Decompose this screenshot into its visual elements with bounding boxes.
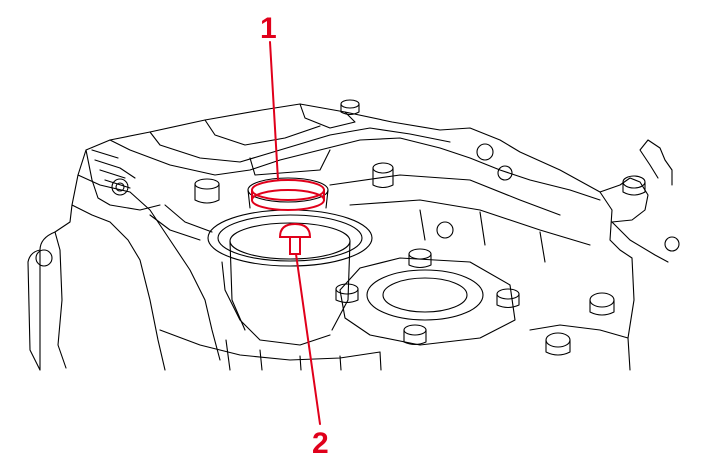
bolt-flange-1 [335, 283, 359, 304]
hole-top-4 [497, 165, 513, 181]
housing-left-rib-2 [77, 174, 221, 361]
bolt-flange-3 [496, 288, 520, 309]
plug-icon [278, 222, 312, 255]
housing-left-lip [27, 249, 41, 371]
bolt-flange-2 [408, 248, 432, 269]
sensor-clip [639, 139, 673, 186]
callout-label-1: 1 [260, 12, 277, 45]
bore-lower [221, 261, 331, 346]
bolt-right-1 [589, 292, 615, 316]
leader-line-2 [295, 253, 321, 425]
sensor-bolt [622, 175, 646, 196]
sensor-arm [611, 221, 669, 263]
transmission-case-line-art [27, 99, 680, 371]
hole-top-5 [436, 221, 454, 239]
upper-deck [109, 137, 601, 201]
housing-left-boss [54, 231, 67, 369]
callout-label-2: 2 [312, 427, 329, 460]
lower-fins [225, 339, 382, 371]
housing-left-rib [71, 204, 166, 371]
stud-left-top [194, 178, 220, 190]
leader-line-1 [269, 41, 279, 181]
hole-top-3 [476, 143, 494, 161]
flange-bore-outer [366, 269, 484, 321]
deck-ribs [329, 174, 591, 263]
lower-edge [159, 324, 629, 361]
upper-boss-wall [247, 189, 329, 209]
upper-deck-edge [149, 127, 451, 163]
bolt-top-1 [340, 99, 360, 116]
bracket-ribs [91, 149, 136, 189]
right-bracket [599, 177, 649, 223]
deck-ridge [204, 119, 321, 146]
stud-left-body [194, 183, 220, 204]
callouts [251, 41, 325, 425]
hole-left-inner [115, 182, 125, 192]
flange-plate [339, 257, 516, 346]
flange-bore-inner [382, 277, 468, 313]
bore-flange [217, 214, 363, 262]
bolt-right-2 [545, 332, 571, 356]
sensor-knob [664, 236, 680, 252]
bolt-top-2 [372, 162, 394, 189]
left-bracket [85, 149, 161, 211]
upper-boss-rib [249, 149, 331, 176]
bolt-flange-4 [403, 324, 427, 346]
hole-left [111, 178, 129, 196]
deck-ridge-2 [299, 103, 356, 129]
seal-ring-side [251, 189, 325, 201]
hole-left-low [35, 249, 53, 267]
housing-outline [39, 103, 635, 371]
deck-ribs-2 [149, 204, 213, 241]
